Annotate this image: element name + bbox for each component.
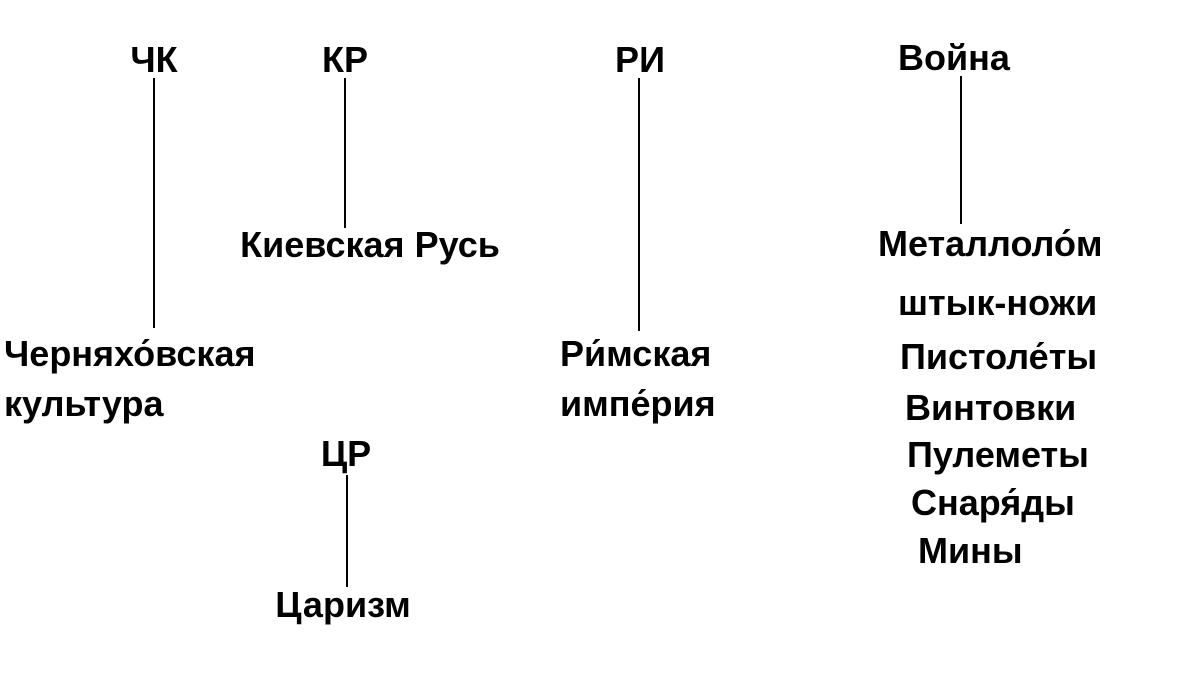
term-roman-empire: Ри́мская импе́рия — [560, 333, 716, 424]
term-chernyakhov-culture: Черняхо́вская культура — [4, 333, 256, 424]
connector-chk — [153, 78, 155, 328]
connector-voina — [960, 76, 962, 224]
term-tsarism: Царизм — [275, 584, 411, 625]
abbr-chk: ЧК — [130, 39, 178, 80]
abbr-tsr: ЦР — [320, 433, 372, 474]
list-item: Мины — [918, 530, 1023, 571]
list-item: Винтовки — [905, 387, 1077, 428]
connector-kr — [344, 78, 346, 228]
abbr-voina: Война — [898, 37, 1010, 78]
term-kievan-rus: Киевская Русь — [240, 224, 500, 265]
term-scrap-metal: Металлоло́м — [878, 223, 1103, 264]
connector-ri — [638, 78, 640, 331]
abbr-kr: КР — [322, 39, 368, 80]
abbr-ri: РИ — [615, 39, 665, 80]
list-item: Пистоле́ты — [900, 336, 1098, 377]
list-item: штык-ножи — [898, 282, 1098, 323]
connector-tsr — [346, 475, 348, 587]
list-item: Снаря́ды — [911, 482, 1075, 523]
list-item: Пулеметы — [907, 434, 1089, 475]
